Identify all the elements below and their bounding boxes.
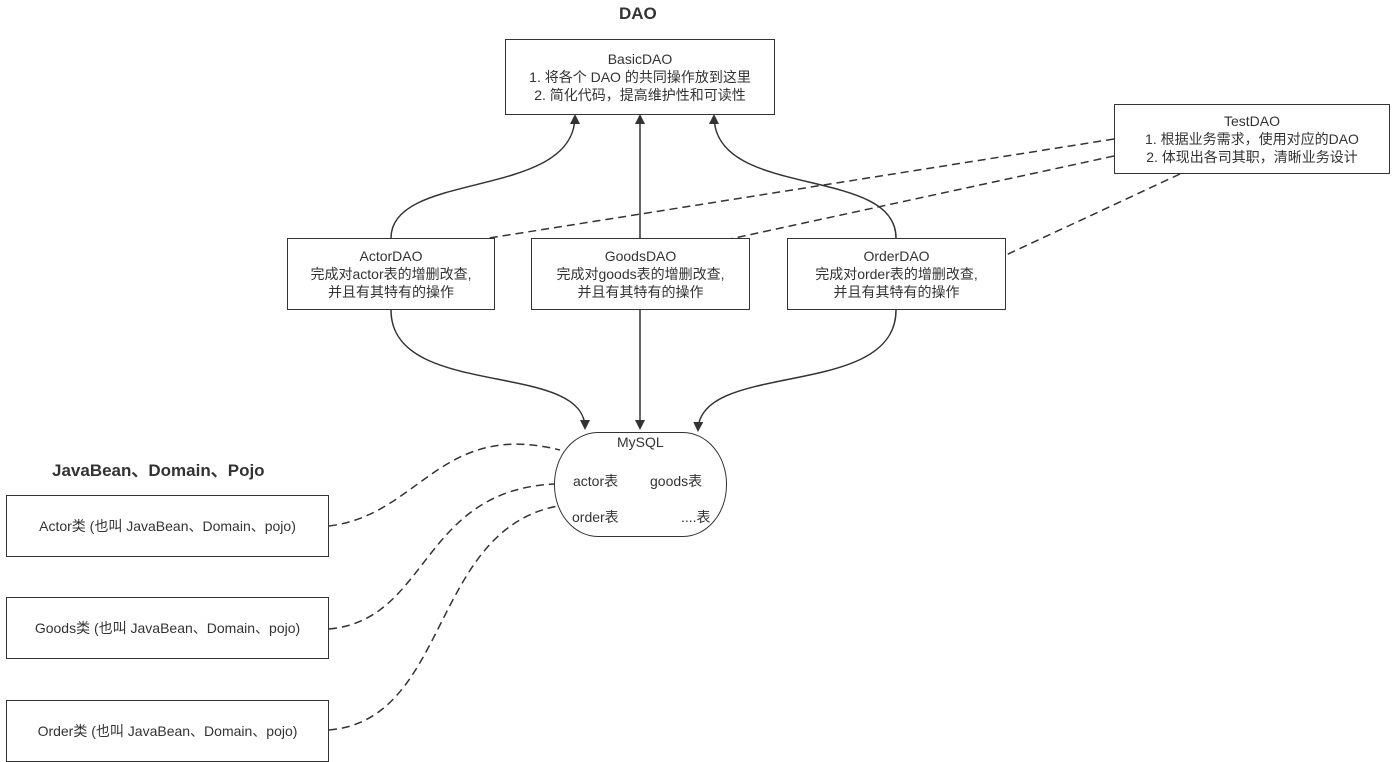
- basicdao-box[interactable]: BasicDAO 1. 将各个 DAO 的共同操作放到这里 2. 简化代码，提高…: [505, 39, 775, 115]
- dashed-order-mysql: [328, 505, 559, 731]
- actordao-line-2: 并且有其特有的操作: [328, 284, 454, 300]
- actordao-title: ActorDAO: [359, 248, 423, 264]
- dashed-testdao-orderdao: [1005, 173, 1181, 256]
- actor-class-label: Actor类 (也叫 JavaBean、Domain、pojo): [39, 518, 296, 534]
- order-class-label: Order类 (也叫 JavaBean、Domain、pojo): [37, 723, 298, 739]
- actor-class-box[interactable]: Actor类 (也叫 JavaBean、Domain、pojo): [6, 495, 329, 557]
- mysql-title: MySQL: [617, 434, 664, 450]
- table-actor: actor表: [573, 473, 619, 489]
- mysql-database[interactable]: MySQL actor表 goods表 order表 ....表: [554, 432, 727, 537]
- actordao-line-1: 完成对actor表的增删改查,: [310, 266, 472, 282]
- orderdao-box[interactable]: OrderDAO 完成对order表的增删改查, 并且有其特有的操作: [787, 238, 1006, 310]
- javabean-heading: JavaBean、Domain、Pojo: [52, 461, 265, 480]
- goods-class-label: Goods类 (也叫 JavaBean、Domain、pojo): [34, 620, 301, 636]
- goodsdao-box[interactable]: GoodsDAO 完成对goods表的增删改查, 并且有其特有的操作: [531, 238, 750, 310]
- order-class-box[interactable]: Order类 (也叫 JavaBean、Domain、pojo): [6, 700, 329, 762]
- arrow-orderdao-to-mysql: [693, 309, 897, 432]
- goodsdao-title: GoodsDAO: [604, 248, 677, 264]
- dashed-testdao-goodsdao: [729, 155, 1115, 240]
- goodsdao-line-2: 并且有其特有的操作: [577, 284, 704, 300]
- table-order: order表: [572, 509, 619, 525]
- orderdao-line-2: 并且有其特有的操作: [833, 284, 960, 300]
- testdao-title: TestDAO: [1223, 113, 1280, 129]
- dashed-goods-mysql: [328, 483, 556, 630]
- basicdao-title: BasicDAO: [607, 51, 673, 67]
- arrow-actordao-to-basicdao: [390, 114, 580, 239]
- table-more: ....表: [681, 509, 711, 525]
- goods-class-box[interactable]: Goods类 (也叫 JavaBean、Domain、pojo): [6, 597, 329, 659]
- orderdao-line-1: 完成对order表的增删改查,: [815, 266, 978, 282]
- arrow-orderdao-to-basicdao: [709, 114, 897, 239]
- testdao-line-2: 2. 体现出各司其职，清晰业务设计: [1146, 149, 1358, 165]
- orderdao-title: OrderDAO: [863, 248, 930, 264]
- table-goods: goods表: [650, 473, 703, 489]
- goodsdao-line-1: 完成对goods表的增删改查,: [556, 266, 725, 282]
- dao-heading: DAO: [619, 4, 657, 23]
- testdao-line-1: 1. 根据业务需求，使用对应的DAO: [1145, 131, 1359, 147]
- actordao-box[interactable]: ActorDAO 完成对actor表的增删改查, 并且有其特有的操作: [287, 238, 495, 310]
- basicdao-line-1: 1. 将各个 DAO 的共同操作放到这里: [529, 69, 751, 85]
- basicdao-line-2: 2. 简化代码，提高维护性和可读性: [534, 87, 746, 103]
- dashed-actor-mysql: [328, 443, 561, 527]
- arrow-actordao-to-mysql: [390, 309, 590, 430]
- testdao-box[interactable]: TestDAO 1. 根据业务需求，使用对应的DAO 2. 体现出各司其职，清晰…: [1114, 104, 1390, 174]
- dashed-testdao-actordao: [482, 138, 1115, 240]
